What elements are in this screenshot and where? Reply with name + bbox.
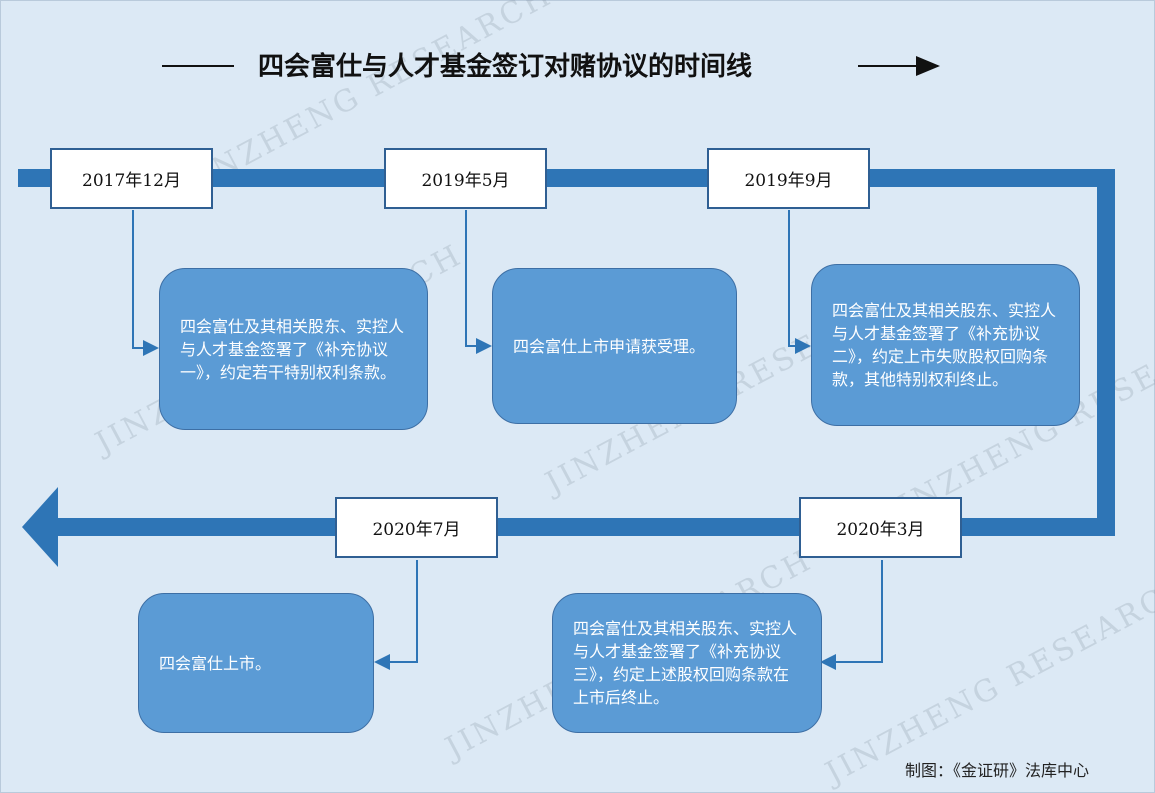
date-box-2019-09: 2019年9月: [707, 148, 870, 209]
date-box-2020-03: 2020年3月: [799, 497, 962, 558]
event-text-2019-05: 四会富仕上市申请获受理。: [513, 336, 706, 356]
event-text-2019-09: 四会富仕及其相关股东、实控人与人才基金签署了《补充协议二》，约定上市失败股权回购…: [832, 301, 1057, 389]
connector-2019-09: [788, 210, 811, 354]
connector-2020-07: [374, 560, 418, 670]
event-box-2020-03: 四会富仕及其相关股东、实控人与人才基金签署了《补充协议三》，约定上述股权回购条款…: [552, 593, 822, 733]
date-box-2019-05: 2019年5月: [384, 148, 547, 209]
event-box-2019-05: 四会富仕上市申请获受理。: [492, 268, 737, 424]
timeline-track: [18, 169, 1115, 536]
event-box-2019-09: 四会富仕及其相关股东、实控人与人才基金签署了《补充协议二》，约定上市失败股权回购…: [811, 264, 1080, 426]
connector-2019-05: [465, 210, 492, 354]
chart-credit: 制图：《金证研》法库中心: [905, 761, 1090, 780]
event-box-2020-07: 四会富仕上市。: [138, 593, 374, 733]
timeline-arrowhead: [22, 487, 58, 567]
diagram-title: 四会富仕与人才基金签订对赌协议的时间线: [258, 52, 753, 82]
event-box-2017-12: 四会富仕及其相关股东、实控人与人才基金签署了《补充协议一》，约定若干特别权利条款…: [159, 268, 428, 430]
event-text-2020-07: 四会富仕上市。: [159, 653, 272, 673]
event-text-2017-12: 四会富仕及其相关股东、实控人与人才基金签署了《补充协议一》，约定若干特别权利条款…: [180, 316, 405, 382]
event-text-2020-03: 四会富仕及其相关股东、实控人与人才基金签署了《补充协议三》，约定上述股权回购条款…: [573, 619, 798, 707]
date-box-2020-07: 2020年7月: [335, 497, 498, 558]
date-box-2017-12: 2017年12月: [50, 148, 213, 209]
connector-2020-03: [820, 560, 883, 670]
connector-2017-12: [132, 210, 159, 356]
